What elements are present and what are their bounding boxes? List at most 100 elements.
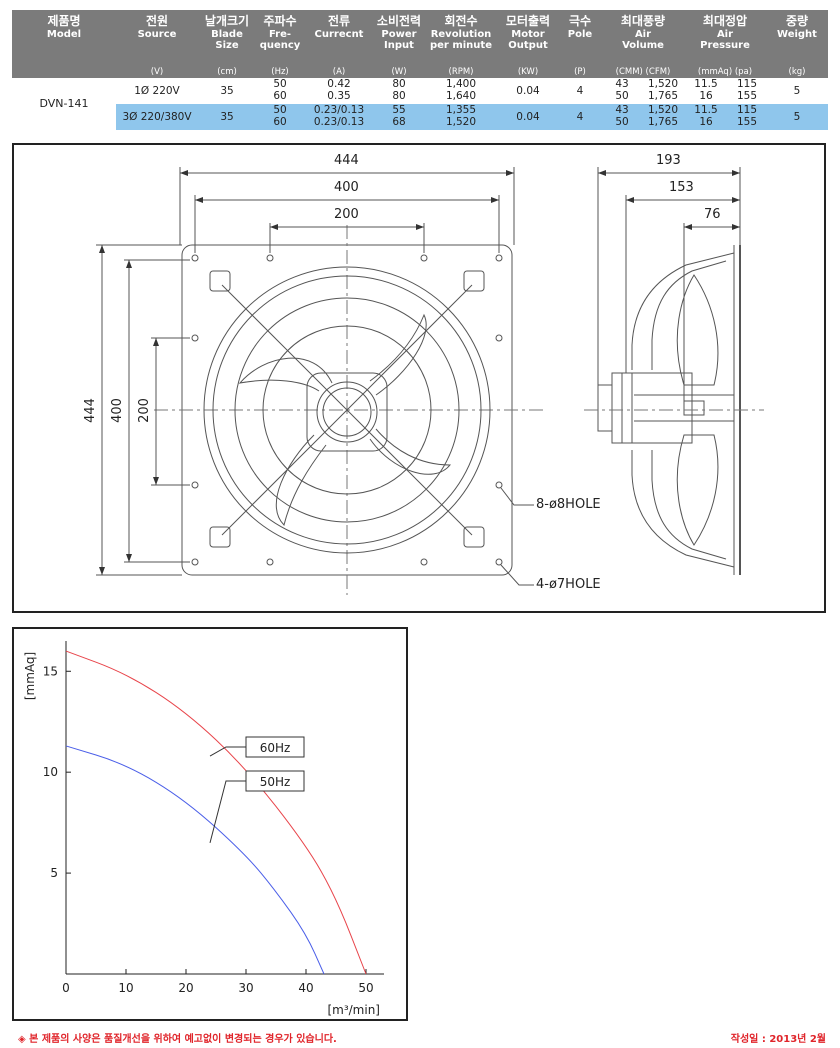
header-en: Weight [777,29,817,40]
model-name: DVN-141 [39,97,89,110]
y-tick-label: 15 [43,664,58,678]
series-label-box [245,736,305,758]
dim-side-mid-depth: 153 [669,180,694,195]
header-unit: (Hz) [271,67,289,77]
series-callout-line [209,780,246,843]
header-en: Blade [211,29,243,40]
header-en: Input [384,40,414,51]
header-ko: 중량 [785,14,809,28]
dim-front-inner-height: 200 [136,398,152,423]
header-en: Source [137,29,177,40]
header-en: Air [634,29,652,40]
header-unit: (A) [332,67,346,77]
performance-chart: 0 10 20 30 40 50 5 10 15 [m³/min] [mmAq] 60Hz 50Hz [12,627,408,1021]
series-label: 50Hz [260,775,291,789]
header-en: Air [716,29,734,40]
dimension-drawing: 444 400 200 444 400 200 193 153 76 8-ø8H… [12,143,826,613]
header-en: Model [46,29,82,40]
cell-source: 3Ø 220/380V [122,111,192,123]
header-en: quency [259,40,301,51]
cell-pole: 4 [576,85,584,97]
x-axis-label: [m³/min] [327,1003,380,1017]
y-tick-label: 5 [50,866,58,880]
x-tick-label: 0 [62,981,70,995]
header-unit: (V) [150,67,164,77]
x-tick-label: 40 [298,981,313,995]
header-unit: (KW) [517,67,539,77]
x-tick-label: 10 [118,981,133,995]
dim-side-shaft-depth: 76 [704,207,721,222]
y-tick-label: 10 [43,765,58,779]
header-ko: 소비전력 [376,14,422,28]
header-ko: 극수 [568,14,592,28]
dim-front-outer-width: 444 [334,153,359,168]
header-en: Size [215,40,239,51]
series-label-box [245,770,305,792]
cell-weight: 5 [793,111,801,123]
header-en: Fre- [268,29,292,40]
header-ko: 최대정압 [702,14,748,28]
cell-blade: 35 [220,85,234,97]
hole-callout-4: 4-ø7HOLE [536,577,601,592]
header-en: Pressure [700,40,750,51]
header-ko: 모터출력 [505,14,551,28]
header-unit: (P) [574,67,586,77]
header-unit: (cm) [217,67,237,77]
cell-pole: 4 [576,111,584,123]
footer-date: 작성일 : 2013년 2월 [730,1034,826,1045]
dim-side-total-depth: 193 [656,153,681,168]
header-unit: (kg) [788,67,806,77]
header-en: Currecnt [314,29,364,40]
dim-front-inner-width: 200 [334,207,359,222]
header-ko: 제품명 [47,14,81,28]
header-unit: (CMM) (CFM) [615,67,671,77]
header-ko: 전원 [145,14,169,28]
header-en: Volume [622,40,664,51]
header-en: Revolution [430,29,492,40]
cell-weight: 5 [793,85,801,97]
x-tick-label: 20 [178,981,193,995]
y-axis-label: [mmAq] [23,652,37,700]
cell-source: 1Ø 220V [134,85,180,97]
header-ko: 회전수 [444,14,478,28]
performance-chart-svg: 0 10 20 30 40 50 5 10 15 [m³/min] [mmAq] 60Hz 50Hz [23,641,384,1017]
cell-output: 0.04 [516,111,540,123]
header-en: per minute [429,40,492,51]
x-tick-label: 30 [238,981,253,995]
dim-front-bolt-height: 400 [109,398,125,423]
header-ko: 주파수 [263,14,297,28]
motor-hub [306,372,388,452]
series-label: 60Hz [260,741,291,755]
hole-callout-8: 8-ø8HOLE [536,497,601,512]
series-line-60Hz [65,650,367,975]
x-tick-label: 50 [358,981,373,995]
dim-front-bolt-width: 400 [334,180,359,195]
